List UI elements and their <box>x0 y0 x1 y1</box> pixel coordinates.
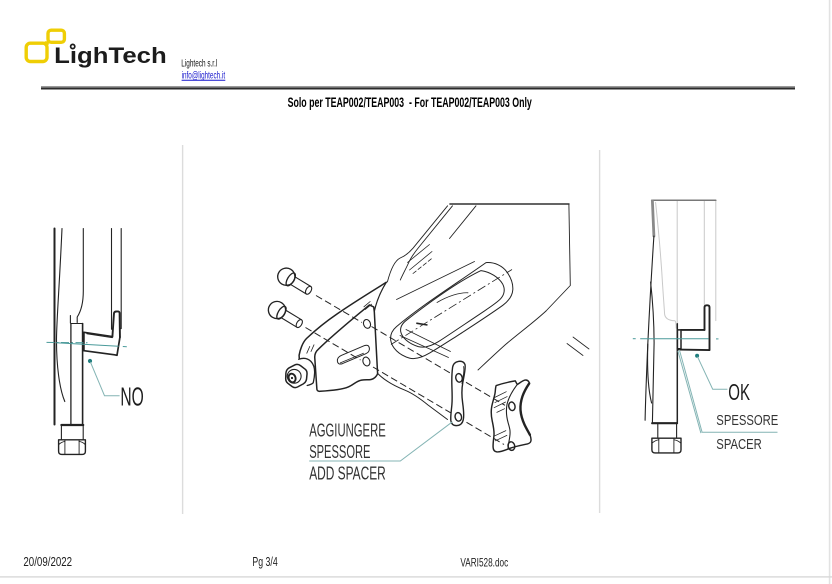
svg-text:Lightech s.r.l: Lightech s.r.l <box>181 59 217 70</box>
svg-text:info@lightech.it: info@lightech.it <box>182 70 226 82</box>
svg-text:SPESSORE: SPESSORE <box>309 442 370 462</box>
svg-text:ADD SPACER: ADD SPACER <box>309 463 386 483</box>
svg-text:NO: NO <box>120 384 143 412</box>
svg-text:SPACER: SPACER <box>716 436 762 453</box>
svg-text:20/09/2022: 20/09/2022 <box>23 554 72 569</box>
svg-text:AGGIUNGERE: AGGIUNGERE <box>309 420 386 440</box>
svg-text:Solo per TEAP002/TEAP003 - Fo: Solo per TEAP002/TEAP003 - For TEAP002/T… <box>288 95 533 110</box>
svg-text:VARI528.doc: VARI528.doc <box>460 556 508 570</box>
svg-text:Pg 3/4: Pg 3/4 <box>252 554 277 569</box>
svg-text:OK: OK <box>728 379 750 405</box>
svg-text:SPESSORE: SPESSORE <box>716 412 778 429</box>
